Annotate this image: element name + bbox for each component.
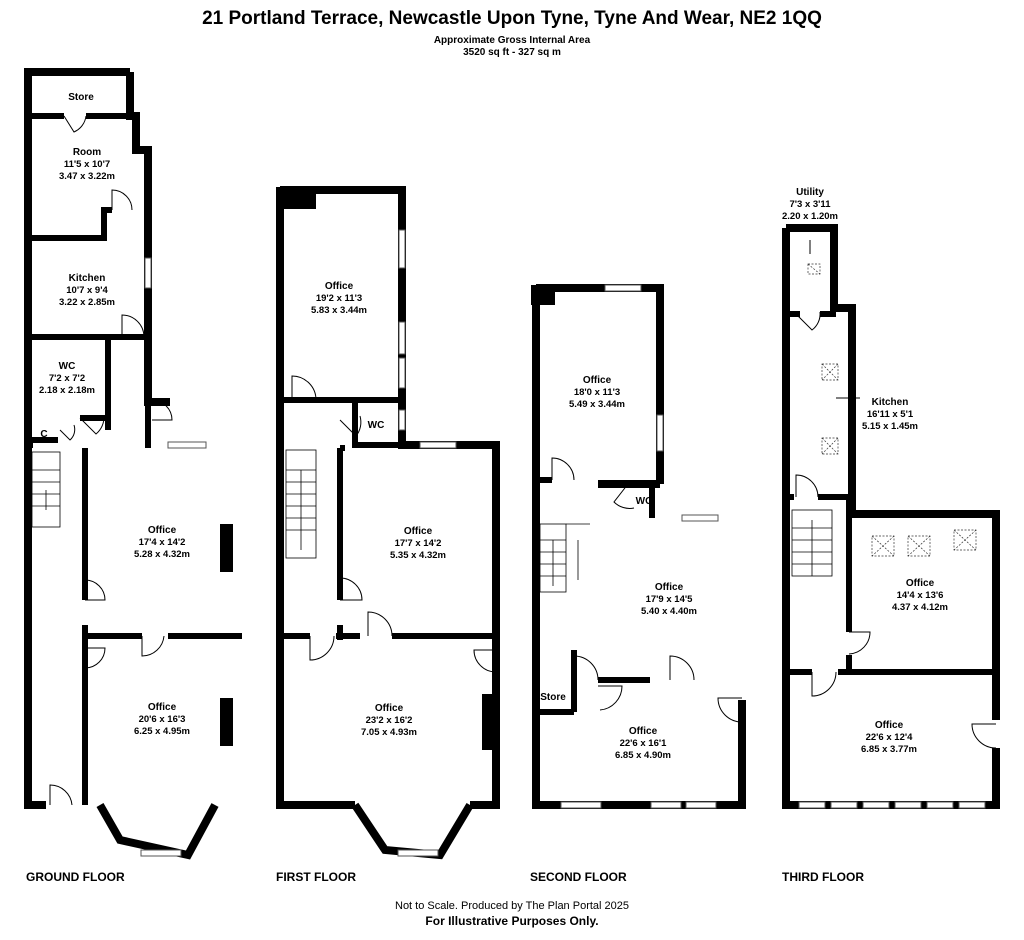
ground-floor-label: GROUND FLOOR	[26, 870, 125, 884]
page-title: 21 Portland Terrace, Newcastle Upon Tyne…	[202, 8, 822, 29]
room-labels: Store Room 11'5 x 10'7 3.47 x 3.22m Kitc…	[39, 92, 948, 761]
ground-office1-imperial: 17'4 x 14'2	[139, 537, 186, 548]
third-kitchen-imperial: 16'11 x 5'1	[867, 409, 914, 420]
second-wc-name: WC	[636, 496, 653, 507]
third-office1-imperial: 14'4 x 13'6	[897, 590, 944, 601]
second-office2-name: Office	[655, 582, 684, 593]
ground-kitchen-imperial: 10'7 x 9'4	[66, 285, 108, 296]
second-office1-name: Office	[583, 375, 612, 386]
footer-purpose: For Illustrative Purposes Only.	[425, 914, 599, 928]
ground-office1-metric: 5.28 x 4.32m	[134, 549, 190, 560]
third-floor-label: THIRD FLOOR	[782, 870, 864, 884]
ground-store-name: Store	[68, 92, 94, 103]
first-floor-label: FIRST FLOOR	[276, 870, 356, 884]
ground-outer-wall-right	[126, 72, 170, 406]
ground-wc-metric: 2.18 x 2.18m	[39, 385, 95, 396]
third-utility-metric: 2.20 x 1.20m	[782, 211, 838, 222]
ground-kitchen-name: Kitchen	[69, 273, 106, 284]
ground-wc-name: WC	[59, 361, 76, 372]
first-office3-imperial: 23'2 x 16'2	[366, 715, 413, 726]
second-office2-metric: 5.40 x 4.40m	[641, 606, 697, 617]
ground-cupboard-name: C	[40, 429, 47, 440]
third-office2-imperial: 22'6 x 12'4	[866, 732, 913, 743]
ground-office2-name: Office	[148, 702, 177, 713]
ground-room-imperial: 11'5 x 10'7	[64, 159, 110, 170]
ground-floor-plan	[24, 68, 242, 860]
third-office2-name: Office	[875, 720, 904, 731]
first-office1-imperial: 19'2 x 11'3	[316, 293, 362, 304]
first-office3-metric: 7.05 x 4.93m	[361, 727, 417, 738]
third-utility-imperial: 7'3 x 3'11	[790, 199, 832, 210]
first-floor-plan	[276, 186, 500, 860]
second-store-name: Store	[540, 692, 566, 703]
third-office1-name: Office	[906, 578, 935, 589]
third-office2-metric: 6.85 x 3.77m	[861, 744, 917, 755]
second-office1-metric: 5.49 x 3.44m	[569, 399, 625, 410]
area-value: 3520 sq ft - 327 sq m	[463, 47, 561, 58]
third-kitchen-name: Kitchen	[872, 397, 909, 408]
third-kitchen-metric: 5.15 x 1.45m	[862, 421, 918, 432]
area-label: Approximate Gross Internal Area	[433, 35, 591, 46]
second-office3-name: Office	[629, 726, 658, 737]
ground-kitchen-metric: 3.22 x 2.85m	[59, 297, 115, 308]
first-office3-name: Office	[375, 703, 404, 714]
first-office1-name: Office	[325, 281, 354, 292]
ground-room-name: Room	[73, 147, 101, 158]
first-office2-metric: 5.35 x 4.32m	[390, 550, 446, 561]
ground-office2-imperial: 20'6 x 16'3	[139, 714, 186, 725]
footer-disclaimer: Not to Scale. Produced by The Plan Porta…	[395, 900, 629, 912]
ground-room-metric: 3.47 x 3.22m	[59, 171, 115, 182]
third-office1-metric: 4.37 x 4.12m	[892, 602, 948, 613]
second-floor-plan	[531, 284, 746, 809]
second-office1-imperial: 18'0 x 11'3	[574, 387, 620, 398]
second-office3-metric: 6.85 x 4.90m	[615, 750, 671, 761]
second-office2-imperial: 17'9 x 14'5	[646, 594, 693, 605]
first-office2-name: Office	[404, 526, 433, 537]
first-office1-metric: 5.83 x 3.44m	[311, 305, 367, 316]
first-wc-name: WC	[368, 420, 385, 431]
third-floor-plan	[782, 224, 1000, 809]
second-office3-imperial: 22'6 x 16'1	[620, 738, 667, 749]
second-floor-label: SECOND FLOOR	[530, 870, 627, 884]
ground-office2-metric: 6.25 x 4.95m	[134, 726, 190, 737]
ground-office1-name: Office	[148, 525, 177, 536]
ground-wc-imperial: 7'2 x 7'2	[49, 373, 85, 384]
first-office2-imperial: 17'7 x 14'2	[395, 538, 442, 549]
third-utility-name: Utility	[796, 187, 824, 198]
